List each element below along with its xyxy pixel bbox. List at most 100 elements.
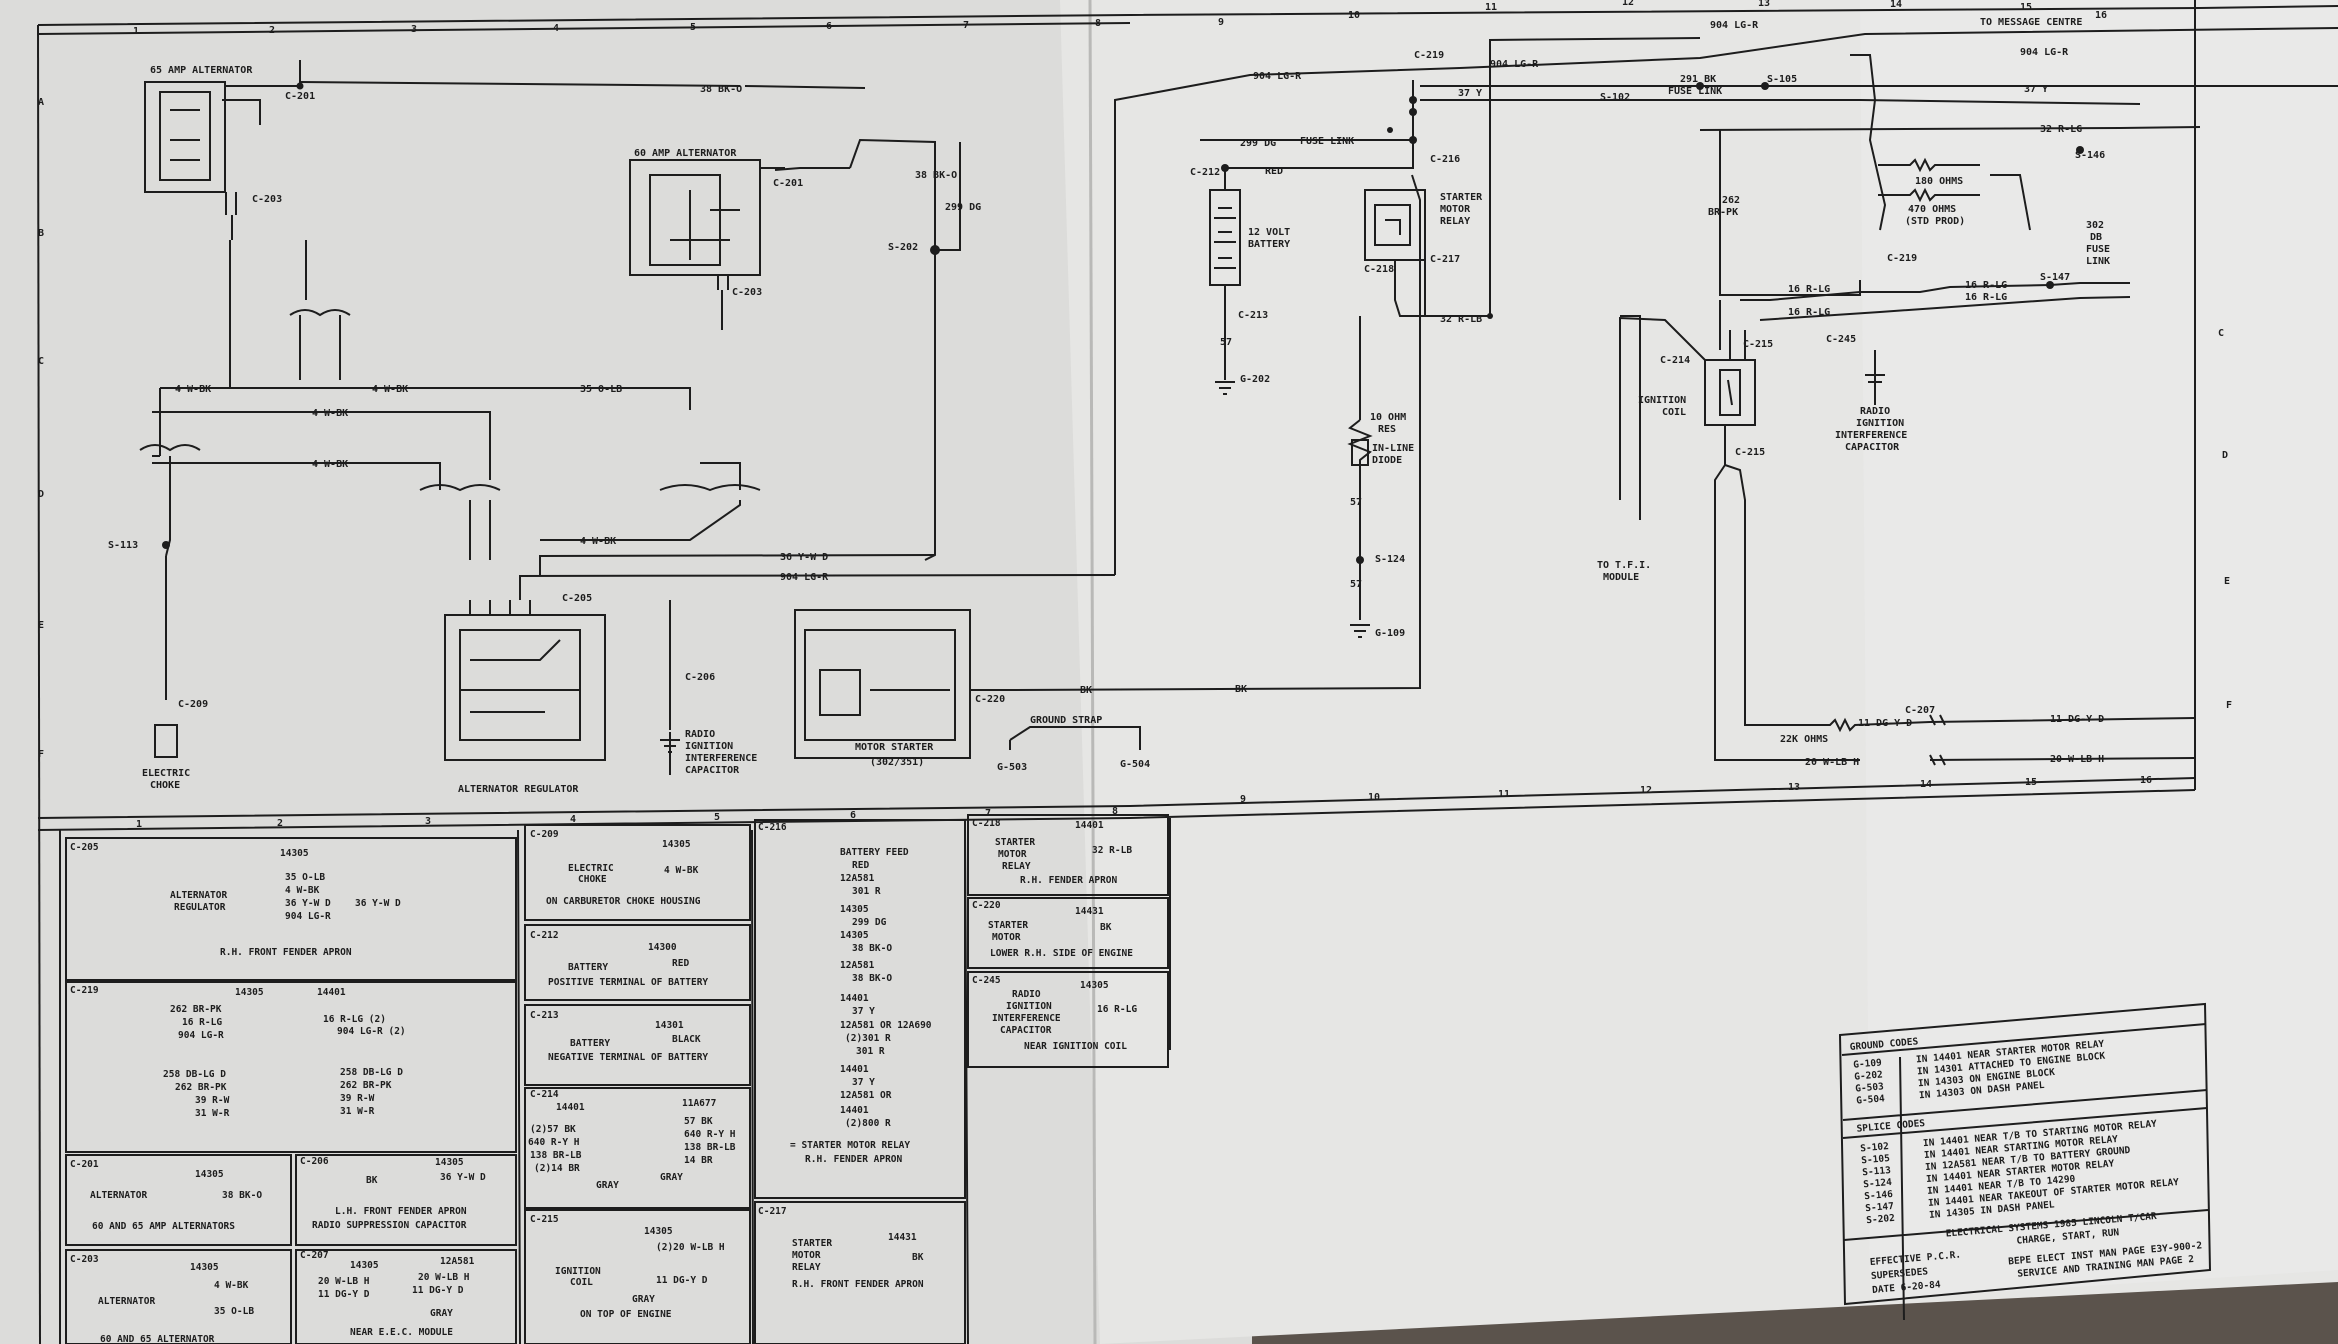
wire-38-vert-label: 38 BK-O xyxy=(915,170,957,181)
battery-label-2: BATTERY xyxy=(1248,239,1290,250)
radio-cap-label-2: IGNITION xyxy=(685,741,733,752)
view-c245: C-245 14305 RADIO IGNITION INTERFERENCE … xyxy=(972,975,1137,1052)
mid-col-6: 6 xyxy=(850,810,856,821)
top-col-15: 15 xyxy=(2020,2,2032,13)
c220-label: C-220 xyxy=(975,694,1005,705)
view-c209-num: 14305 xyxy=(662,839,691,850)
view-c220-name-2: MOTOR xyxy=(992,932,1021,943)
top-col-6: 6 xyxy=(826,21,832,32)
row-A: A xyxy=(38,97,44,108)
c218-label: C-218 xyxy=(1364,264,1394,275)
view-c217-loc: R.H. FRONT FENDER APRON xyxy=(792,1279,924,1290)
view-c205-id: C-205 xyxy=(70,842,99,853)
title-block-supersedes: SUPERSEDES xyxy=(1871,1266,1929,1282)
alternator-65-label: 65 AMP ALTERNATOR xyxy=(150,65,253,76)
choke-label-1: ELECTRIC xyxy=(142,768,190,779)
view-c218-pin: 32 R-LB xyxy=(1092,845,1132,856)
view-c245-num: 14305 xyxy=(1080,980,1109,991)
mid-col-9: 9 xyxy=(1240,794,1246,805)
view-c218-name-1: STARTER xyxy=(995,837,1035,848)
mid-col-4: 4 xyxy=(570,814,576,825)
resistor-180-label: 180 OHMS xyxy=(1915,176,1963,187)
wire-904-top2-label: 904 LG-R xyxy=(1490,59,1539,70)
view-c206-pin1: BK xyxy=(366,1175,378,1186)
wire-37-right-label: 37 Y xyxy=(2024,84,2048,95)
c219-label: C-219 xyxy=(1414,50,1444,61)
mid-col-1: 1 xyxy=(136,819,142,830)
view-c205-pin-3: 36 Y-W D xyxy=(285,898,331,909)
view-c219-br-3: 39 R-W xyxy=(340,1093,375,1104)
view-c216-i1: RED xyxy=(852,860,869,871)
row-E: E xyxy=(38,620,44,631)
c201-label: C-201 xyxy=(285,91,315,102)
splice-code-3: S-124 xyxy=(1863,1177,1893,1190)
relay-label-3: RELAY xyxy=(1440,216,1470,227)
view-c212-id: C-212 xyxy=(530,930,559,941)
top-col-11: 11 xyxy=(1485,2,1497,13)
wire-904-top3-label: 904 LG-R xyxy=(1710,20,1759,31)
view-c205-pin-2: 4 W-BK xyxy=(285,885,320,896)
view-c213-name: BATTERY xyxy=(570,1038,610,1049)
wire-20-b-label: 20 W-LB H xyxy=(2050,754,2104,765)
view-c215-name-2: COIL xyxy=(570,1277,593,1288)
view-c218: C-218 14401 STARTER MOTOR RELAY 32 R-LB … xyxy=(972,818,1132,886)
c207-label: C-207 xyxy=(1905,705,1935,716)
wire-4-b-label: 4 W-BK xyxy=(372,384,408,395)
left-page xyxy=(0,0,1252,1344)
view-c219-bl-3: 39 R-W xyxy=(195,1095,230,1106)
s146-label: S-146 xyxy=(2075,150,2105,161)
view-c214-right-2: 640 R-Y H xyxy=(684,1129,736,1140)
mid-col-12: 12 xyxy=(1640,785,1652,796)
c201b-label: C-201 xyxy=(773,178,803,189)
c216-label: C-216 xyxy=(1430,154,1460,165)
c212-label: C-212 xyxy=(1190,167,1220,178)
wire-291b-label: FUSE LINK xyxy=(1668,86,1722,97)
coil-label-1: IGNITION xyxy=(1638,395,1686,406)
ground-code-1: G-202 xyxy=(1854,1069,1883,1082)
view-c203-id: C-203 xyxy=(70,1254,99,1265)
battery-label-1: 12 VOLT xyxy=(1248,227,1290,238)
row-F: F xyxy=(38,749,44,760)
wire-20-a-label: 20 W-LB H xyxy=(1805,757,1859,768)
top-col-2: 2 xyxy=(269,25,275,36)
wire-262-label-1: 262 xyxy=(1722,195,1740,206)
wire-37-label: 37 Y xyxy=(1458,88,1482,99)
top-col-1: 1 xyxy=(133,26,139,37)
top-col-9: 9 xyxy=(1218,17,1224,28)
view-c217-name-3: RELAY xyxy=(792,1262,821,1273)
wire-11-b-label: 11 DG-Y D xyxy=(2050,714,2104,725)
view-c217-id: C-217 xyxy=(758,1206,787,1217)
view-c207-right-1: 20 W-LB H xyxy=(418,1272,470,1283)
c219b-label: C-219 xyxy=(1887,253,1917,264)
view-c213-loc: NEGATIVE TERMINAL OF BATTERY xyxy=(548,1052,708,1063)
view-c205-pin-1: 35 O-LB xyxy=(285,872,325,883)
s202-label: S-202 xyxy=(888,242,918,253)
mid-col-14: 14 xyxy=(1920,779,1932,790)
row-letters: A B C D E F C D E F xyxy=(38,97,2232,760)
view-c216-i16: 37 Y xyxy=(852,1077,875,1088)
top-col-3: 3 xyxy=(411,24,417,35)
view-c219-left-1: 262 BR-PK xyxy=(170,1004,222,1015)
resistor-label-2: RES xyxy=(1378,424,1396,435)
row-B: B xyxy=(38,228,44,239)
wire-299b-label: FUSE LINK xyxy=(1300,136,1354,147)
view-c207: C-207 14305 12A581 20 W-LB H 11 DG-Y D 2… xyxy=(300,1250,475,1338)
view-c216-i7: 38 BK-O xyxy=(852,943,892,954)
view-c207-color: GRAY xyxy=(430,1308,453,1319)
splice-code-1: S-105 xyxy=(1861,1153,1891,1166)
view-c215-name-1: IGNITION xyxy=(555,1266,601,1277)
view-c209-pin: 4 W-BK xyxy=(664,865,699,876)
view-c220-pin: BK xyxy=(1100,922,1112,933)
view-c216-i10: 14401 xyxy=(840,993,869,1004)
view-c215: C-215 14305 IGNITION COIL (2)20 W-LB H 1… xyxy=(530,1214,725,1320)
view-c209-name-1: ELECTRIC xyxy=(568,863,614,874)
mid-col-5: 5 xyxy=(714,812,720,823)
view-c217-num: 14431 xyxy=(888,1232,917,1243)
splice-code-0: S-102 xyxy=(1860,1141,1889,1154)
view-c209-loc: ON CARBURETOR CHOKE HOUSING xyxy=(546,896,701,907)
radio-cap-label-3: INTERFERENCE xyxy=(685,753,757,764)
s113-label: S-113 xyxy=(108,540,138,551)
view-c215-pin-1: (2)20 W-LB H xyxy=(656,1242,725,1253)
view-c219-n1: 14305 xyxy=(235,987,264,998)
fuse-link-label-1: 302 xyxy=(2086,220,2104,231)
